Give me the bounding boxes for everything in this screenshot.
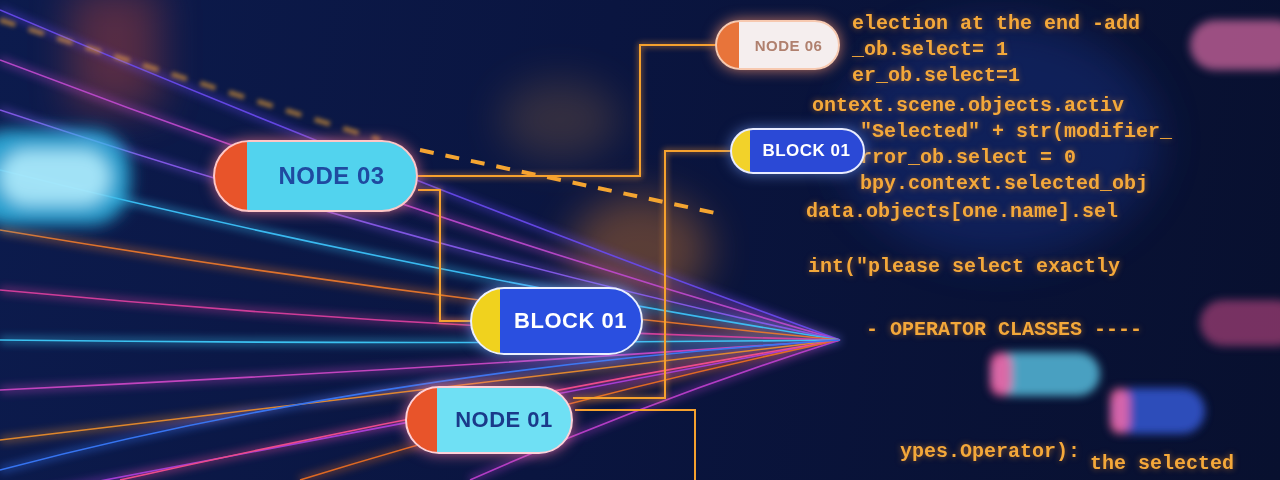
code-line: - OPERATOR CLASSES ---- <box>866 318 1142 342</box>
block-pill: BLOCK 01 <box>730 128 865 174</box>
code-line: int("please select exactly <box>808 255 1120 279</box>
code-line: ypes.Operator): <box>900 440 1080 464</box>
blurred-pill <box>0 130 130 225</box>
node-pill: NODE 01 <box>405 386 573 454</box>
code-line: the selected <box>1090 452 1234 476</box>
node-label: BLOCK 01 <box>514 308 627 334</box>
light-streaks <box>0 10 840 480</box>
code-line: er_ob.select=1 <box>852 64 1020 88</box>
block-pill: BLOCK 01 <box>470 287 643 355</box>
code-line: bpy.context.selected_obj <box>860 172 1148 196</box>
code-line: election at the end -add <box>852 12 1140 36</box>
node-pill: NODE 06 <box>715 20 840 70</box>
wire <box>575 410 695 480</box>
code-line: _ob.select= 1 <box>852 38 1008 62</box>
node-label: NODE 06 <box>755 37 823 54</box>
node-pill: NODE 03 <box>213 140 418 212</box>
node-label: NODE 01 <box>455 407 553 433</box>
connector-line <box>418 190 470 321</box>
code-line: rror_ob.select = 0 <box>860 146 1076 170</box>
blurred-pill <box>990 20 1280 434</box>
code-line: ontext.scene.objects.activ <box>812 94 1124 118</box>
light-streaks-glow <box>0 10 840 480</box>
bokeh-glow <box>500 80 620 160</box>
code-line: data.objects[one.name].sel <box>806 200 1118 224</box>
node-label: BLOCK 01 <box>762 141 850 161</box>
dashed-line <box>420 150 720 214</box>
dashed-line <box>0 20 380 140</box>
connector-line <box>573 151 730 398</box>
node-label: NODE 03 <box>278 162 384 190</box>
connector-line <box>418 45 715 176</box>
code-line: "Selected" + str(modifier_ <box>860 120 1172 144</box>
